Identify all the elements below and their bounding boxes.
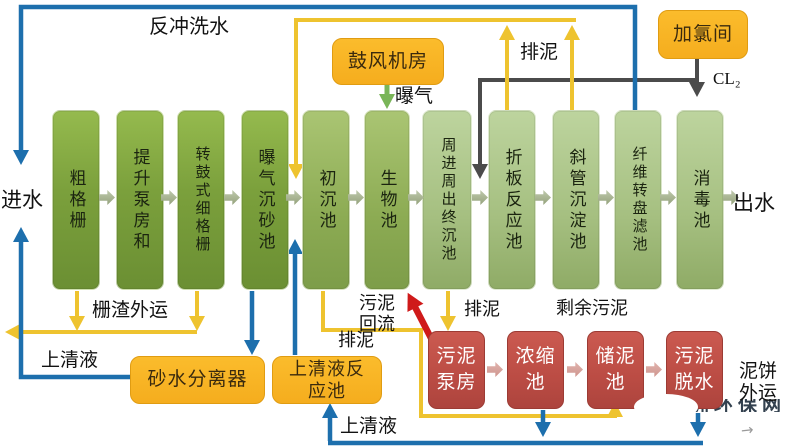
unit-blower-room: 鼓风机房 [332, 38, 444, 85]
stage-baffled-reaction: 折板反应池 [488, 110, 536, 290]
stage-disinfection-tank: 消毒池 [676, 110, 724, 290]
watermark-arrow-icon: → [740, 420, 755, 440]
flow-arrow-icon [535, 190, 551, 205]
label-aeration: 曝气 [395, 86, 434, 107]
unit-sludge-storage: 储泥池 [587, 331, 644, 409]
stage-biological-tank: 生物池 [364, 110, 410, 290]
unit-thickening-tank: 浓缩池 [507, 331, 564, 409]
stage-lift-pump-house: 提升泵房和 [116, 110, 164, 290]
flow-arrow-icon [646, 362, 662, 377]
label-excess-sludge: 剩余污泥 [556, 298, 628, 318]
unit-chlorination-room: 加氯间 [658, 10, 748, 59]
label-sludge-discharge-top: 排泥 [520, 42, 559, 63]
flow-arrow-icon [598, 190, 614, 205]
stage-fiber-disc-filter: 纤维转盘滤池 [614, 110, 662, 290]
label-chlorine-cl2: CL₂ [713, 69, 741, 88]
unit-sand-water-separator: 砂水分离器 [130, 356, 265, 404]
flow-arrow-icon [472, 190, 488, 205]
flow-arrow-icon [348, 190, 364, 205]
label-sludge-discharge-pump: 排泥 [464, 299, 500, 319]
unit-sludge-pump-house: 污泥泵房 [428, 331, 485, 409]
stage-drum-fine-screen: 转鼓式细格栅 [177, 110, 225, 290]
stage-primary-settling: 初沉池 [302, 110, 350, 290]
label-supernatant-bottom: 上清液 [340, 416, 398, 437]
flow-arrow-icon [487, 362, 503, 377]
stage-tube-settler: 斜管沉淀池 [552, 110, 600, 290]
label-supernatant-left: 上清液 [41, 350, 99, 371]
stage-final-settling: 周进周出终沉池 [422, 110, 472, 290]
white-blob-tail [626, 406, 658, 427]
label-backwash-water: 反冲洗水 [149, 16, 229, 38]
flow-arrow-icon [99, 190, 115, 205]
label-influent: 进水 [1, 188, 43, 212]
flow-arrow-icon [224, 190, 240, 205]
label-effluent: 出水 [733, 191, 775, 215]
label-screenings-out: 栅渣外运 [92, 300, 169, 321]
label-sludge-return: 污泥回流 [359, 293, 395, 334]
flow-arrow-icon [567, 362, 583, 377]
stage-aerated-grit-tank: 曝气沉砂池 [241, 110, 289, 290]
stage-coarse-screen: 粗格栅 [52, 110, 100, 290]
flow-arrow-icon [660, 190, 676, 205]
unit-supernatant-reaction-tank: 上清液反应池 [272, 356, 382, 404]
label-sludge-cake-out: 泥饼外运 [738, 361, 777, 404]
